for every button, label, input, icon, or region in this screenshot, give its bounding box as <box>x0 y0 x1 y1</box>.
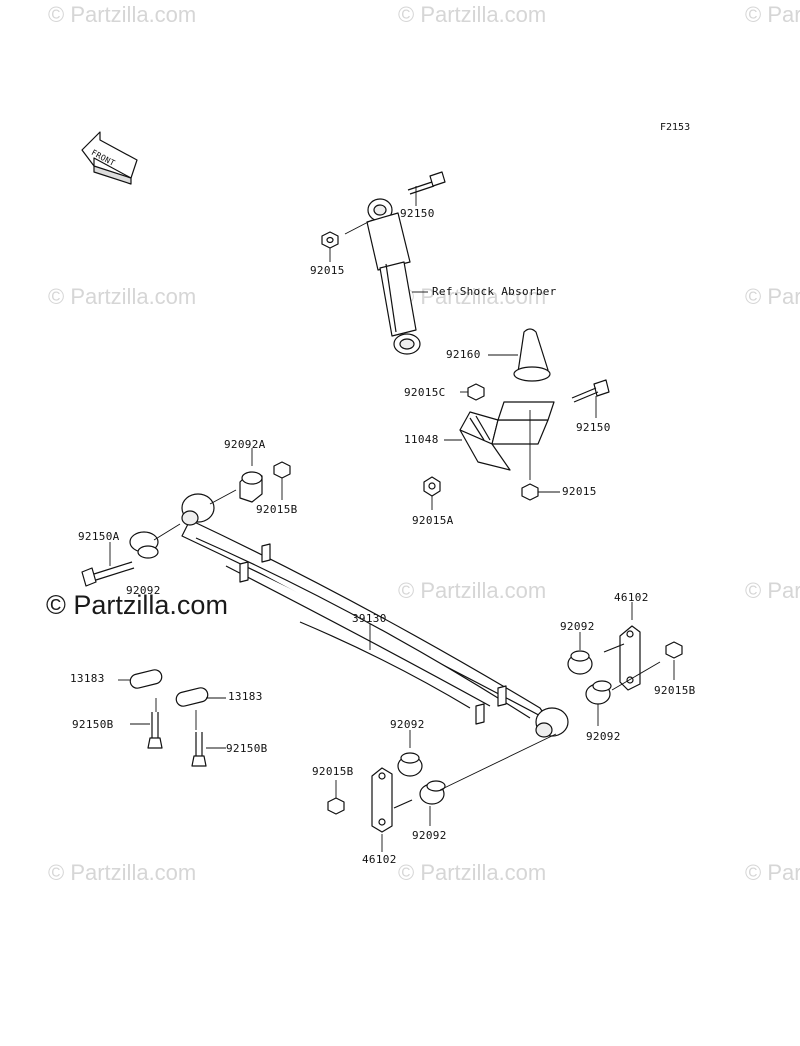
watermark: © Partzilla.com <box>745 860 800 885</box>
bolt <box>81 561 135 587</box>
watermark: © Partzilla.com <box>745 2 800 27</box>
front-arrow-icon <box>81 131 138 185</box>
part-label-46102-lower: 46102 <box>362 853 397 866</box>
part-label-39130: 39130 <box>352 612 387 625</box>
bushing <box>129 531 159 559</box>
nut <box>327 797 345 815</box>
bushing <box>567 650 593 675</box>
bushing <box>419 780 446 805</box>
bump-stop <box>513 328 551 412</box>
watermark: © Partzilla.com <box>398 578 547 603</box>
part-label-92160: 92160 <box>446 348 481 361</box>
nut <box>423 476 441 497</box>
part-label-92150a: 92150A <box>78 530 120 543</box>
part-label-46102-upper: 46102 <box>614 591 649 604</box>
part-label-92015: 92015 <box>310 264 345 277</box>
shock-absorber <box>366 198 421 355</box>
spring-bracket <box>459 401 555 471</box>
watermark: © Partzilla.com <box>745 578 800 603</box>
bolt <box>191 732 207 767</box>
watermark: © Partzilla.com <box>48 860 197 885</box>
nut <box>521 483 539 501</box>
part-label-13183-left: 13183 <box>70 672 105 685</box>
watermark: © Partzilla.com <box>398 860 547 885</box>
watermark-large: © Partzilla.com <box>46 590 228 620</box>
shackle-plate <box>603 625 641 691</box>
part-label-92092-left: 92092 <box>126 584 161 597</box>
part-label-92092-right: 92092 <box>586 730 621 743</box>
part-label-92015-right: 92015 <box>562 485 597 498</box>
part-label-92015a: 92015A <box>412 514 454 527</box>
leaf-spring <box>181 493 569 738</box>
bolt <box>407 171 446 195</box>
nut <box>665 641 683 659</box>
bushing <box>239 471 263 503</box>
part-label-92092-middle: 92092 <box>390 718 425 731</box>
part-label-shock-absorber: Ref.Shock Absorber <box>432 285 557 298</box>
part-label-92092-upper-right: 92092 <box>560 620 595 633</box>
plate <box>129 669 209 707</box>
part-label-13183-right: 13183 <box>228 690 263 703</box>
part-label-92150b-left: 92150B <box>72 718 114 731</box>
watermark: © Partzilla.com <box>48 2 197 27</box>
part-label-92015b-right: 92015B <box>654 684 696 697</box>
bushing <box>397 752 423 777</box>
figure-code: F2153 <box>660 122 691 133</box>
watermark: © Partzilla.com <box>48 284 197 309</box>
nut <box>467 383 485 401</box>
part-label-11048: 11048 <box>404 433 439 446</box>
part-label-92150: 92150 <box>400 207 435 220</box>
part-label-92015b-lower: 92015B <box>312 765 354 778</box>
bushing <box>585 680 612 705</box>
nut <box>321 231 339 249</box>
part-label-92015c: 92015C <box>404 386 446 399</box>
watermark: © Partzilla.com <box>745 284 800 309</box>
part-label-92150-right: 92150 <box>576 421 611 434</box>
part-label-92150b-right: 92150B <box>226 742 268 755</box>
shackle-plate <box>371 767 413 833</box>
bolt <box>571 379 610 403</box>
watermark: © Partzilla.com <box>398 284 547 309</box>
part-label-92015b: 92015B <box>256 503 298 516</box>
nut <box>273 461 291 479</box>
part-label-92092-lower: 92092 <box>412 829 447 842</box>
watermark: © Partzilla.com <box>398 2 547 27</box>
bolt <box>147 712 163 749</box>
part-label-92092a: 92092A <box>224 438 266 451</box>
